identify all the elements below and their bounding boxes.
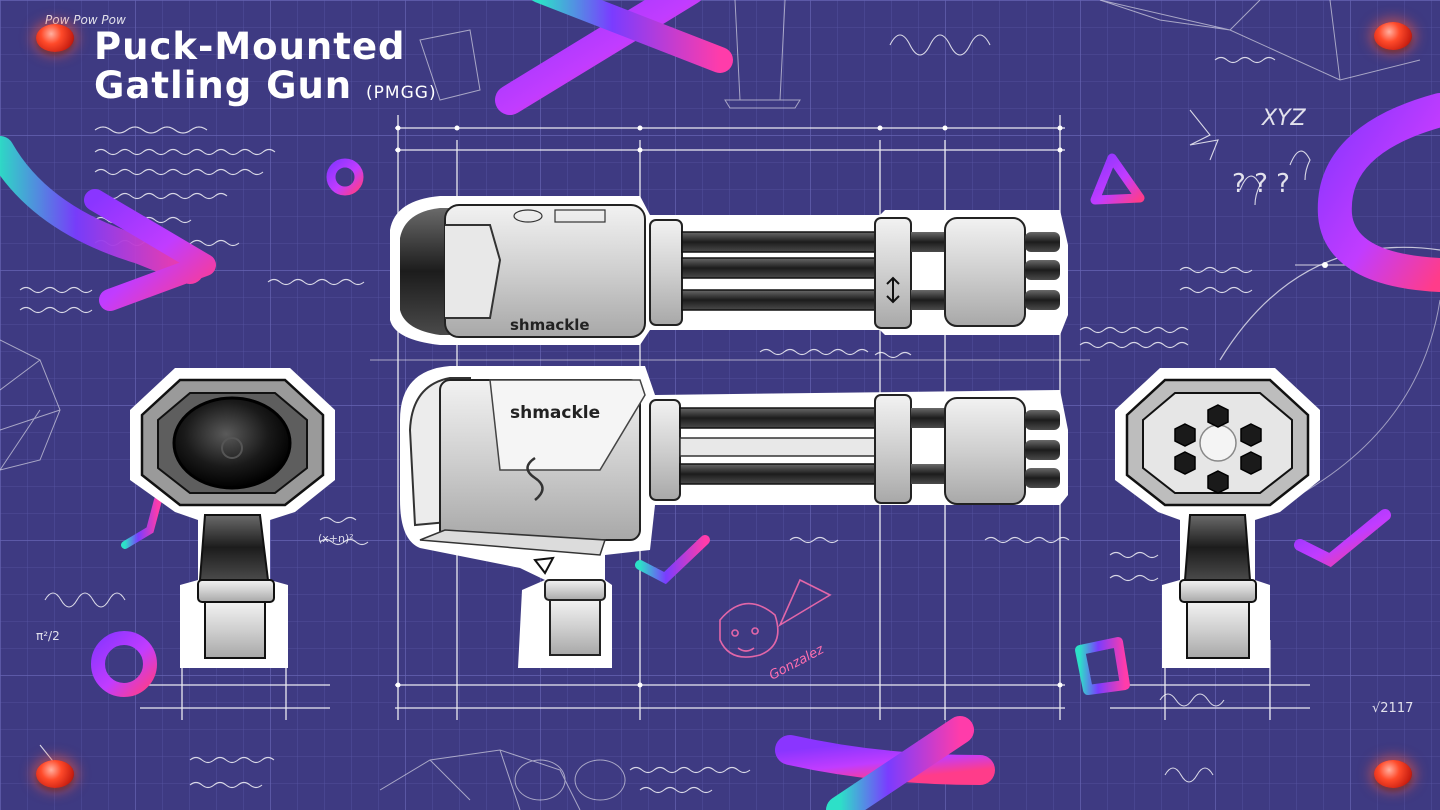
doodle-face [719,578,832,658]
brand-label-top: shmackle [510,316,590,334]
x-stroke-icon [495,0,702,115]
gun-side-view-top: shmackle [390,196,1068,345]
pushpin-icon [1374,22,1412,50]
pushpin-icon [36,24,74,52]
gun-front-view [1115,368,1320,668]
checkmark-stroke-icon [635,535,710,585]
pushpin-icon [36,760,74,788]
title-abbreviation: (PMGG) [366,82,437,103]
circle-stroke-icon [326,158,364,196]
corner-note: Pow Pow Pow [45,13,126,27]
arrow-stroke-icon [84,189,216,311]
swap-arrows-icon [886,276,900,304]
triangle-stroke-icon [1090,153,1145,205]
title-line-2: Gatling Gun (PMGG) [94,63,437,107]
gun-rear-view [130,368,335,668]
root-note: √2117 [1372,701,1413,716]
page-title: Puck-Mounted Gatling Gun (PMGG) [94,25,437,107]
handwritten-notes [19,34,1311,794]
question-marks: ? ? ? [1232,169,1290,199]
pushpin-icon [1374,760,1412,788]
fraction-note: π²/2 [36,629,60,643]
title-line-1: Puck-Mounted [94,25,406,68]
dimension-ticks [395,125,1328,688]
title-line-2-text: Gatling Gun [94,63,353,107]
square-stroke-icon [1075,637,1130,695]
xyz-note: XYZ [1261,106,1307,131]
brand-label: shmackle [510,403,600,423]
formula-note: (x+n)² [318,532,354,545]
gun-side-view-bottom: shmackle [400,366,1068,668]
